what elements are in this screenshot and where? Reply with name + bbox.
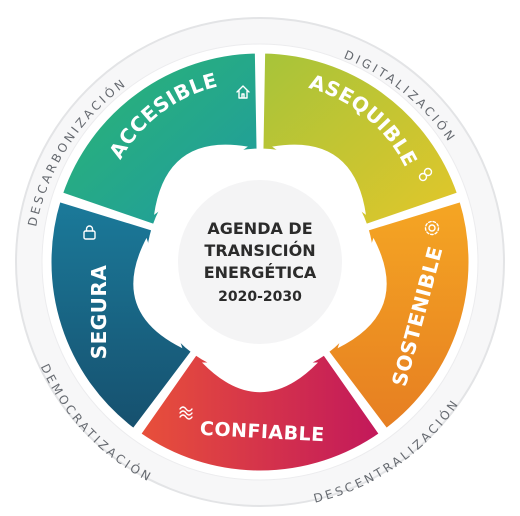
segment-confiable-inner-curve	[202, 362, 318, 393]
center-title-line1: AGENDA DE	[207, 219, 312, 238]
segment-segura-inner-curve	[133, 237, 183, 349]
segment-accesible-inner-curve	[154, 144, 248, 215]
home-icon	[236, 85, 250, 99]
center-title-line3: ENERGÉTICA	[204, 263, 317, 282]
segment-sostenible-inner-curve	[337, 237, 387, 349]
wave-icon	[179, 406, 193, 420]
segment-asequible-inner-curve	[272, 144, 366, 215]
lock-icon	[83, 225, 96, 240]
center-years: 2020-2030	[218, 289, 302, 305]
segments	[48, 50, 472, 474]
center-disc	[178, 180, 342, 344]
center-title-line2: TRANSICIÓN	[204, 241, 315, 260]
gear-icon	[424, 220, 440, 236]
segment-label-segura: SEGURA	[87, 265, 111, 360]
leaf-icon	[418, 167, 433, 182]
